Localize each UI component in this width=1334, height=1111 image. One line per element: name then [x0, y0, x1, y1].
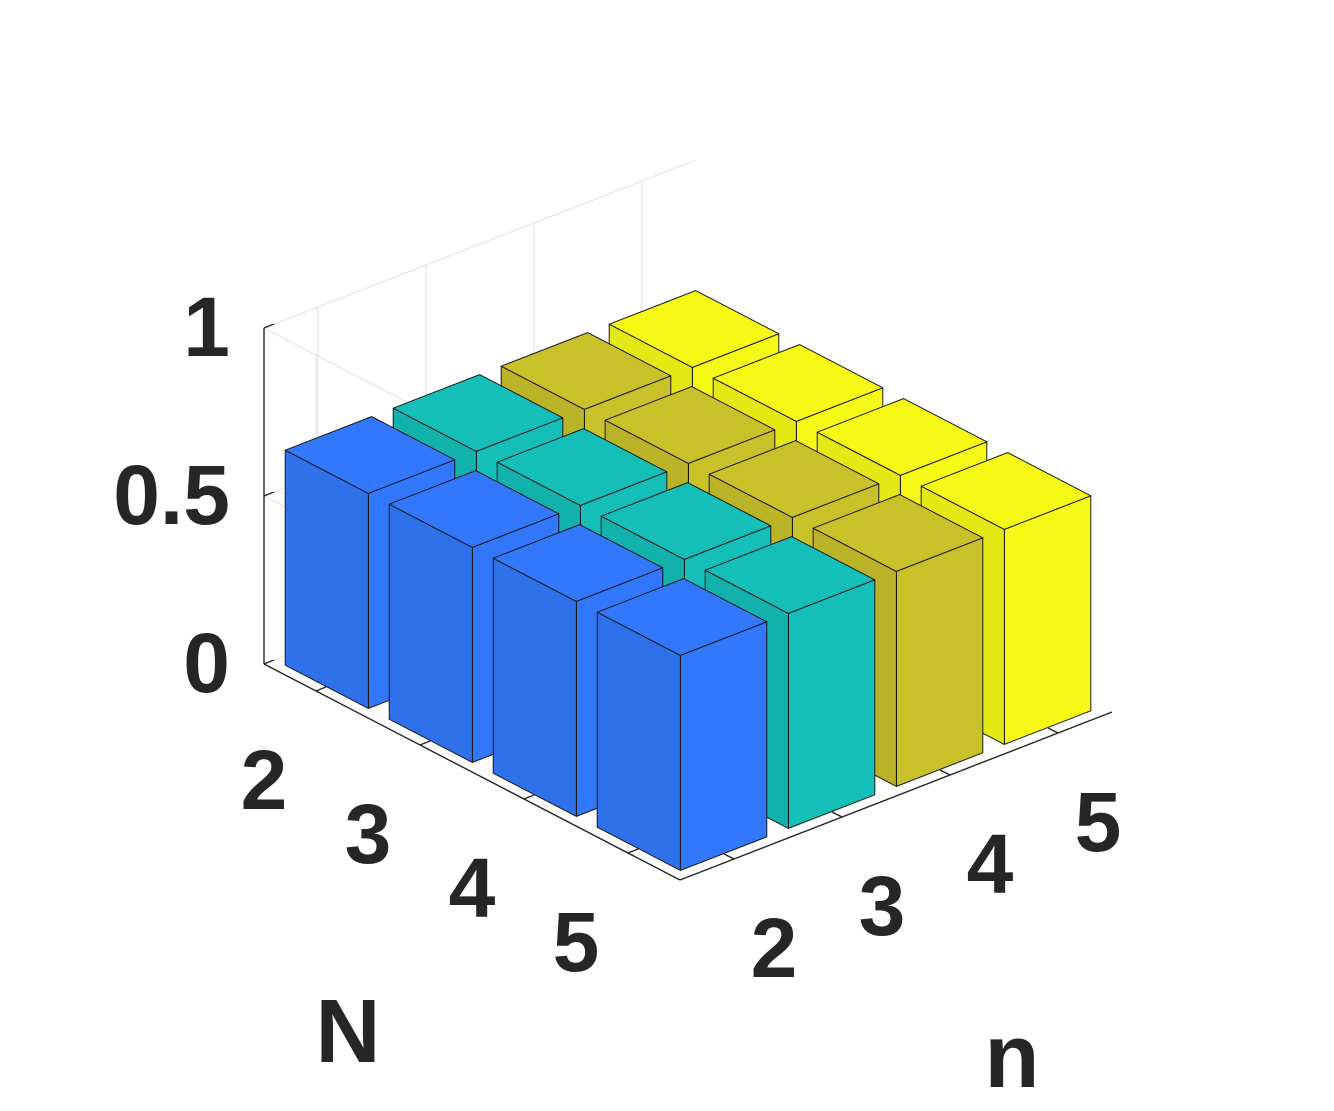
- n-tick: [831, 811, 843, 818]
- z-tick-label: 1: [183, 280, 230, 374]
- z-tick-label: 0: [183, 616, 230, 710]
- x-axis-label: N: [316, 982, 381, 1082]
- bar-top-face: [392, 374, 564, 452]
- N-tick-label: 5: [553, 895, 600, 989]
- N-tick: [627, 848, 639, 854]
- bar-top-face: [388, 470, 560, 548]
- N-tick-label: 2: [241, 733, 288, 827]
- bar-top-face: [920, 452, 1092, 530]
- bar-top-face: [496, 428, 668, 506]
- axes: [263, 323, 1113, 881]
- bar-top-face: [604, 386, 776, 464]
- N-tick-label: 4: [449, 841, 496, 935]
- bar-top-face: [816, 398, 988, 476]
- bar-top-face: [284, 416, 456, 494]
- bars: [284, 290, 1092, 871]
- z-tick: [263, 491, 275, 497]
- N-tick: [315, 686, 327, 692]
- N-tick-label: 3: [345, 787, 392, 881]
- N-tick: [419, 740, 431, 746]
- bar-top-face: [596, 578, 768, 656]
- bar-top-face: [708, 440, 880, 518]
- bar-front-face: [679, 621, 768, 871]
- bar-top-face: [500, 332, 672, 410]
- z-tick: [263, 323, 275, 329]
- n-tick: [723, 853, 735, 860]
- bar-side-face: [492, 557, 577, 817]
- n-tick-label: 3: [859, 859, 906, 953]
- bar-front-face: [787, 579, 876, 829]
- bar-side-face: [284, 449, 369, 709]
- bar-front-face: [895, 537, 984, 787]
- z-tick: [263, 659, 275, 665]
- n-tick-label: 4: [967, 817, 1014, 911]
- n-tick-label: 5: [1075, 775, 1122, 869]
- bar-top-face: [812, 494, 984, 572]
- y-axis-label: n: [985, 1007, 1040, 1107]
- N-tick: [523, 794, 535, 800]
- z-tick-label: 0.5: [113, 448, 230, 542]
- bar-top-face: [492, 524, 664, 602]
- bar-top-face: [608, 290, 780, 368]
- bar-front-face: [1003, 495, 1092, 745]
- N-axis-line: [263, 663, 681, 881]
- bar-top-face: [600, 482, 772, 560]
- n-axis-line: [679, 711, 1113, 881]
- bar-side-face: [388, 503, 473, 763]
- n-tick-label: 2: [751, 901, 798, 995]
- n-tick: [1047, 727, 1059, 734]
- n-tick: [939, 769, 951, 776]
- bar-side-face: [596, 611, 681, 871]
- bar-top-face: [704, 536, 876, 614]
- bar: [596, 578, 768, 871]
- bar-top-face: [712, 344, 884, 422]
